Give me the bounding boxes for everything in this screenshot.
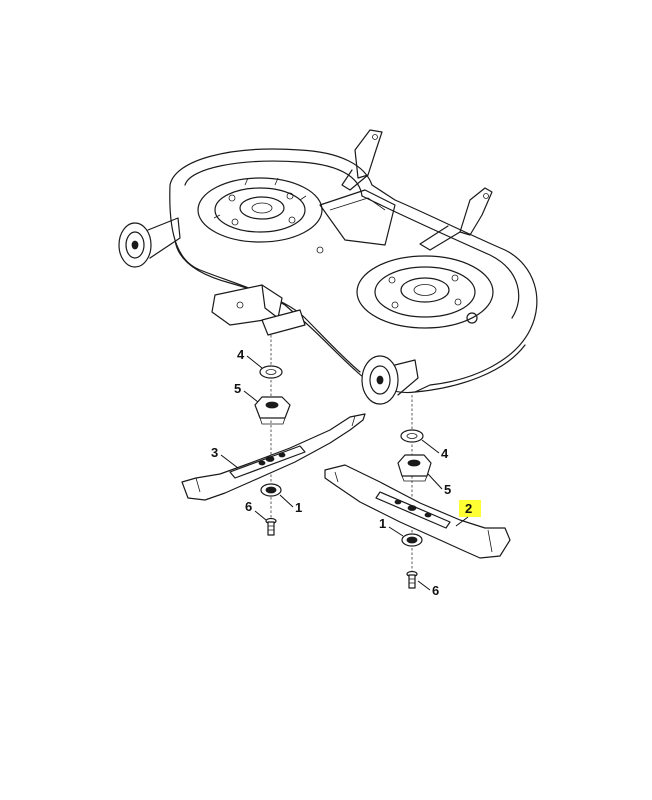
callout-5-left: 5 <box>234 381 259 403</box>
callout-label: 1 <box>295 500 302 515</box>
callout-4-left: 4 <box>237 347 263 369</box>
blade-washer-left <box>260 483 282 497</box>
blade-right <box>324 464 511 559</box>
callout-label: 4 <box>441 446 449 461</box>
callout-label: 6 <box>432 583 439 598</box>
callout-1-right: 1 <box>379 516 404 537</box>
right-blade-assembly <box>324 429 511 589</box>
callout-1-left: 1 <box>279 494 302 515</box>
blade-adapter-left <box>254 396 291 425</box>
blade-left <box>181 413 366 501</box>
callouts: 4 5 3 6 1 4 5 <box>211 347 481 598</box>
callout-3: 3 <box>211 445 239 469</box>
callout-label: 3 <box>211 445 218 460</box>
callout-4-right: 4 <box>421 439 449 461</box>
callout-label: 5 <box>444 482 451 497</box>
callout-label: 2 <box>465 501 472 516</box>
blade-bolt-left <box>265 517 277 536</box>
callout-highlight <box>459 500 481 517</box>
left-blade-assembly <box>181 365 366 536</box>
callout-2-highlighted: 2 <box>455 500 481 527</box>
washer-left <box>259 365 283 379</box>
blade-adapter-right <box>397 454 432 482</box>
callout-5-right: 5 <box>427 473 451 497</box>
blade-washer-right <box>401 533 423 547</box>
washer-right <box>400 429 424 443</box>
callout-6-left: 6 <box>245 499 267 521</box>
callout-6-right: 6 <box>417 580 439 598</box>
blade-bolt-right <box>406 570 418 589</box>
callout-label: 5 <box>234 381 241 396</box>
mower-deck <box>118 129 538 405</box>
callout-label: 6 <box>245 499 252 514</box>
callout-label: 4 <box>237 347 245 362</box>
callout-label: 1 <box>379 516 386 531</box>
